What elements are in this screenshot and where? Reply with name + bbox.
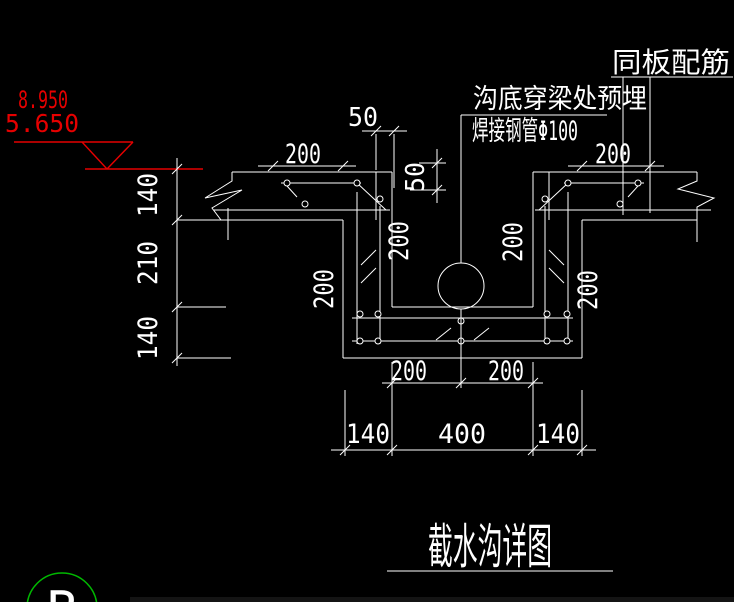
- embedded-pipe: [437, 115, 485, 388]
- dim-top-left: 200: [285, 139, 321, 170]
- right-corner-diagonal-bar: [538, 182, 569, 211]
- pipe-circle: [437, 262, 485, 310]
- floor-center-arrow-right: [473, 327, 490, 341]
- reinforcement-bars: [214, 179, 711, 345]
- right-splice-mark-2: [548, 267, 565, 284]
- right-slab-bar-hook: [627, 185, 639, 198]
- level-triangle-right: [106, 141, 134, 170]
- rebar-dot: [634, 179, 642, 187]
- rebar-dot: [543, 310, 551, 318]
- dim-chain-bottom-1: 400: [438, 419, 486, 450]
- right-splice-mark-1: [548, 249, 565, 266]
- rebar-dot: [356, 337, 364, 345]
- elevation-upper-label: 8.950: [18, 86, 68, 114]
- dim-lip-width: 50: [348, 103, 378, 133]
- dimensions: 200 200 50 50 140 210 140 200 200 200: [133, 103, 664, 456]
- window-edge-strip: [130, 597, 734, 602]
- dim-chain-left-1: 210: [133, 241, 164, 285]
- level-triangle-left: [81, 141, 108, 170]
- dim-tick: [267, 160, 279, 172]
- rebar-dot: [564, 179, 572, 187]
- dim-chain-left-0: 140: [133, 173, 164, 217]
- drawing-title-block: 截水沟详图: [387, 519, 613, 575]
- rebar-dot: [376, 195, 384, 203]
- pipe-note-line2: 焊接钢管Φ100: [472, 116, 578, 147]
- left-splice-mark-1: [360, 249, 377, 266]
- elevation-marker: 8.950 5.650: [5, 86, 203, 170]
- dim-chain-bottom-2: 140: [536, 419, 580, 450]
- rebar-dot: [374, 337, 382, 345]
- rebar-dot: [353, 179, 361, 187]
- dim-tick: [644, 160, 656, 172]
- dim-wall-outer-left: 200: [309, 269, 340, 309]
- section-bubble-label: B: [46, 581, 77, 602]
- dim-wall-inner-right: 200: [498, 222, 529, 262]
- dim-tick: [576, 160, 588, 172]
- left-corner-diagonal-bar: [356, 182, 387, 211]
- rebar-dot: [563, 310, 571, 318]
- right-break-symbol: [676, 172, 716, 220]
- section-bubble: B: [26, 572, 98, 602]
- left-splice-mark-2: [360, 267, 377, 284]
- left-slab-bar-hook: [286, 185, 298, 198]
- left-break-symbol: [204, 172, 243, 221]
- section-bubble-circle: [26, 572, 98, 602]
- rebar-dot: [543, 337, 551, 345]
- drawing-title: 截水沟详图: [428, 519, 552, 575]
- rebar-dot: [374, 310, 382, 318]
- dim-chain-left-2: 140: [133, 316, 164, 360]
- rebar-dot: [356, 310, 364, 318]
- rebar-dot: [301, 200, 309, 208]
- floor-center-arrow-left: [435, 327, 452, 341]
- annotations: 沟底穿梁处预埋 焊接钢管Φ100 同板配筋: [461, 46, 733, 215]
- dim-tick: [171, 214, 183, 226]
- slab-reinforcement-note: 同板配筋: [612, 46, 730, 79]
- dim-tick: [337, 160, 349, 172]
- rebar-dot: [616, 200, 624, 208]
- structure-outline: [177, 171, 716, 359]
- dim-tick: [455, 377, 467, 389]
- dim-floor-half-left: 200: [391, 356, 427, 387]
- dim-tick: [171, 163, 183, 175]
- rebar-dot: [283, 179, 291, 187]
- dim-wall-inner-left: 200: [384, 221, 415, 261]
- dim-tick: [388, 125, 400, 137]
- dim-chain-bottom-0: 140: [346, 419, 390, 450]
- dim-top-right: 200: [595, 139, 631, 170]
- rebar-dot: [563, 337, 571, 345]
- elevation-lower-label: 5.650: [5, 109, 79, 138]
- rebar-dot: [541, 195, 549, 203]
- dim-floor-half-right: 200: [488, 356, 524, 387]
- pipe-note-line1: 沟底穿梁处预埋: [473, 84, 647, 115]
- dim-rebate-depth: 50: [401, 162, 431, 192]
- dim-tick: [370, 125, 382, 137]
- dim-wall-outer-right: 200: [573, 270, 604, 310]
